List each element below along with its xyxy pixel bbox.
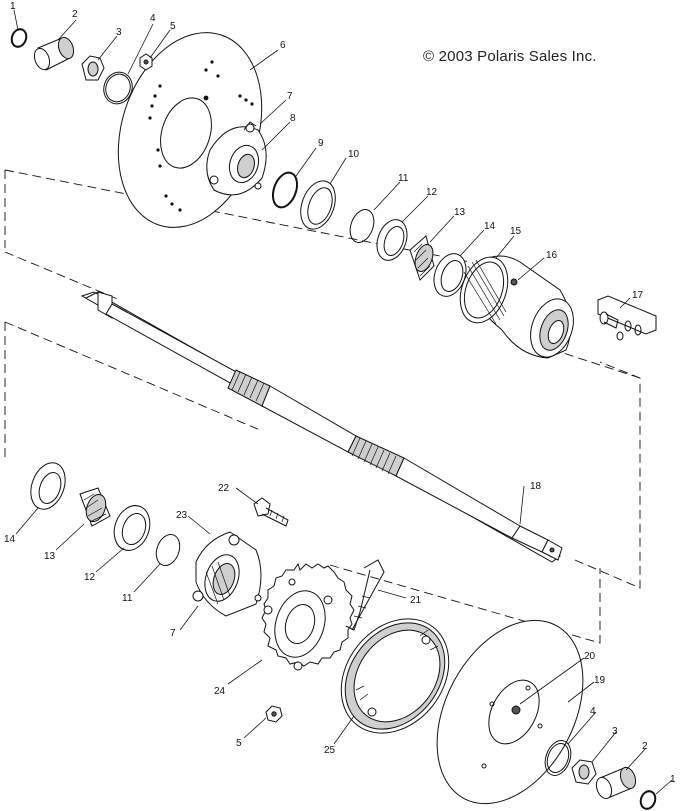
callout-4-lower: 4 (590, 706, 596, 717)
copyright-notice: © 2003 Polaris Sales Inc. (423, 48, 597, 65)
sleeve-part-2-lower (595, 766, 637, 800)
callout-13: 13 (454, 207, 466, 218)
race-part-10 (300, 180, 336, 230)
callout-3: 3 (116, 27, 122, 38)
seal-part-12-lower (113, 505, 151, 551)
o-ring-part-4 (103, 71, 133, 105)
ring-part-11-lower (155, 534, 181, 566)
bolt-part-22 (253, 497, 289, 527)
callout-20: 20 (584, 651, 596, 662)
callout-8: 8 (290, 113, 296, 124)
callout-5: 5 (170, 21, 176, 32)
callout-labels: 1 2 3 4 5 6 7 8 9 10 11 12 13 14 15 16 1… (4, 1, 676, 785)
bearing-part-13 (409, 235, 435, 281)
callout-7: 7 (287, 91, 293, 102)
nut-part-3 (81, 55, 105, 81)
ring-part-11 (349, 209, 375, 243)
callout-17: 17 (632, 290, 644, 301)
callout-12: 12 (426, 187, 438, 198)
callout-1: 1 (10, 1, 16, 12)
disc-part-19 (436, 619, 584, 805)
nut-part-5 (139, 53, 153, 71)
chain-part-21 (345, 559, 385, 631)
callout-11: 11 (398, 173, 409, 184)
sleeve-part-2 (33, 36, 75, 71)
callout-1-lower: 1 (670, 774, 676, 785)
nut-part-5-lower (265, 705, 283, 723)
hub-part-23 (192, 531, 262, 617)
bearing-part-13-lower (79, 487, 111, 527)
callout-15: 15 (510, 226, 522, 237)
callout-18: 18 (530, 481, 542, 492)
leader-lines (13, 9, 673, 795)
callout-12-lower: 12 (84, 572, 96, 583)
callout-4: 4 (150, 13, 156, 24)
callout-14: 14 (484, 221, 496, 232)
circlip-part-1-lower (639, 790, 657, 810)
brake-ring-part-25 (340, 618, 450, 734)
pin-set-part-17 (597, 295, 657, 341)
snap-ring-part-9 (271, 171, 299, 209)
callout-25: 25 (324, 745, 336, 756)
callout-2-lower: 2 (642, 741, 648, 752)
axle-shaft-part-18 (80, 291, 563, 563)
callout-21: 21 (410, 595, 422, 606)
fitting-part-16 (510, 278, 518, 286)
callout-22: 22 (218, 483, 230, 494)
callout-23: 23 (176, 510, 188, 521)
callout-14-lower: 14 (4, 534, 16, 545)
callout-7-lower: 7 (170, 628, 176, 639)
callout-9: 9 (318, 138, 324, 149)
callout-16: 16 (546, 250, 558, 261)
o-ring-part-4-lower (544, 740, 572, 776)
seal-part-12 (376, 219, 408, 261)
nut-part-3-lower (571, 759, 597, 785)
callout-2: 2 (72, 9, 78, 20)
circlip-part-1 (10, 28, 28, 48)
callout-10: 10 (348, 149, 360, 160)
callout-5-lower: 5 (236, 738, 242, 749)
callout-3-lower: 3 (612, 726, 618, 737)
callout-11-lower: 11 (122, 593, 133, 604)
callout-19: 19 (594, 675, 606, 686)
cup-part-14-lower (30, 462, 66, 510)
callout-13-lower: 13 (44, 551, 56, 562)
sprocket-part-24 (261, 562, 355, 671)
callout-6: 6 (280, 40, 286, 51)
hub-part-8 (206, 121, 267, 196)
housing-part-15 (459, 255, 574, 359)
callout-24: 24 (214, 686, 226, 697)
